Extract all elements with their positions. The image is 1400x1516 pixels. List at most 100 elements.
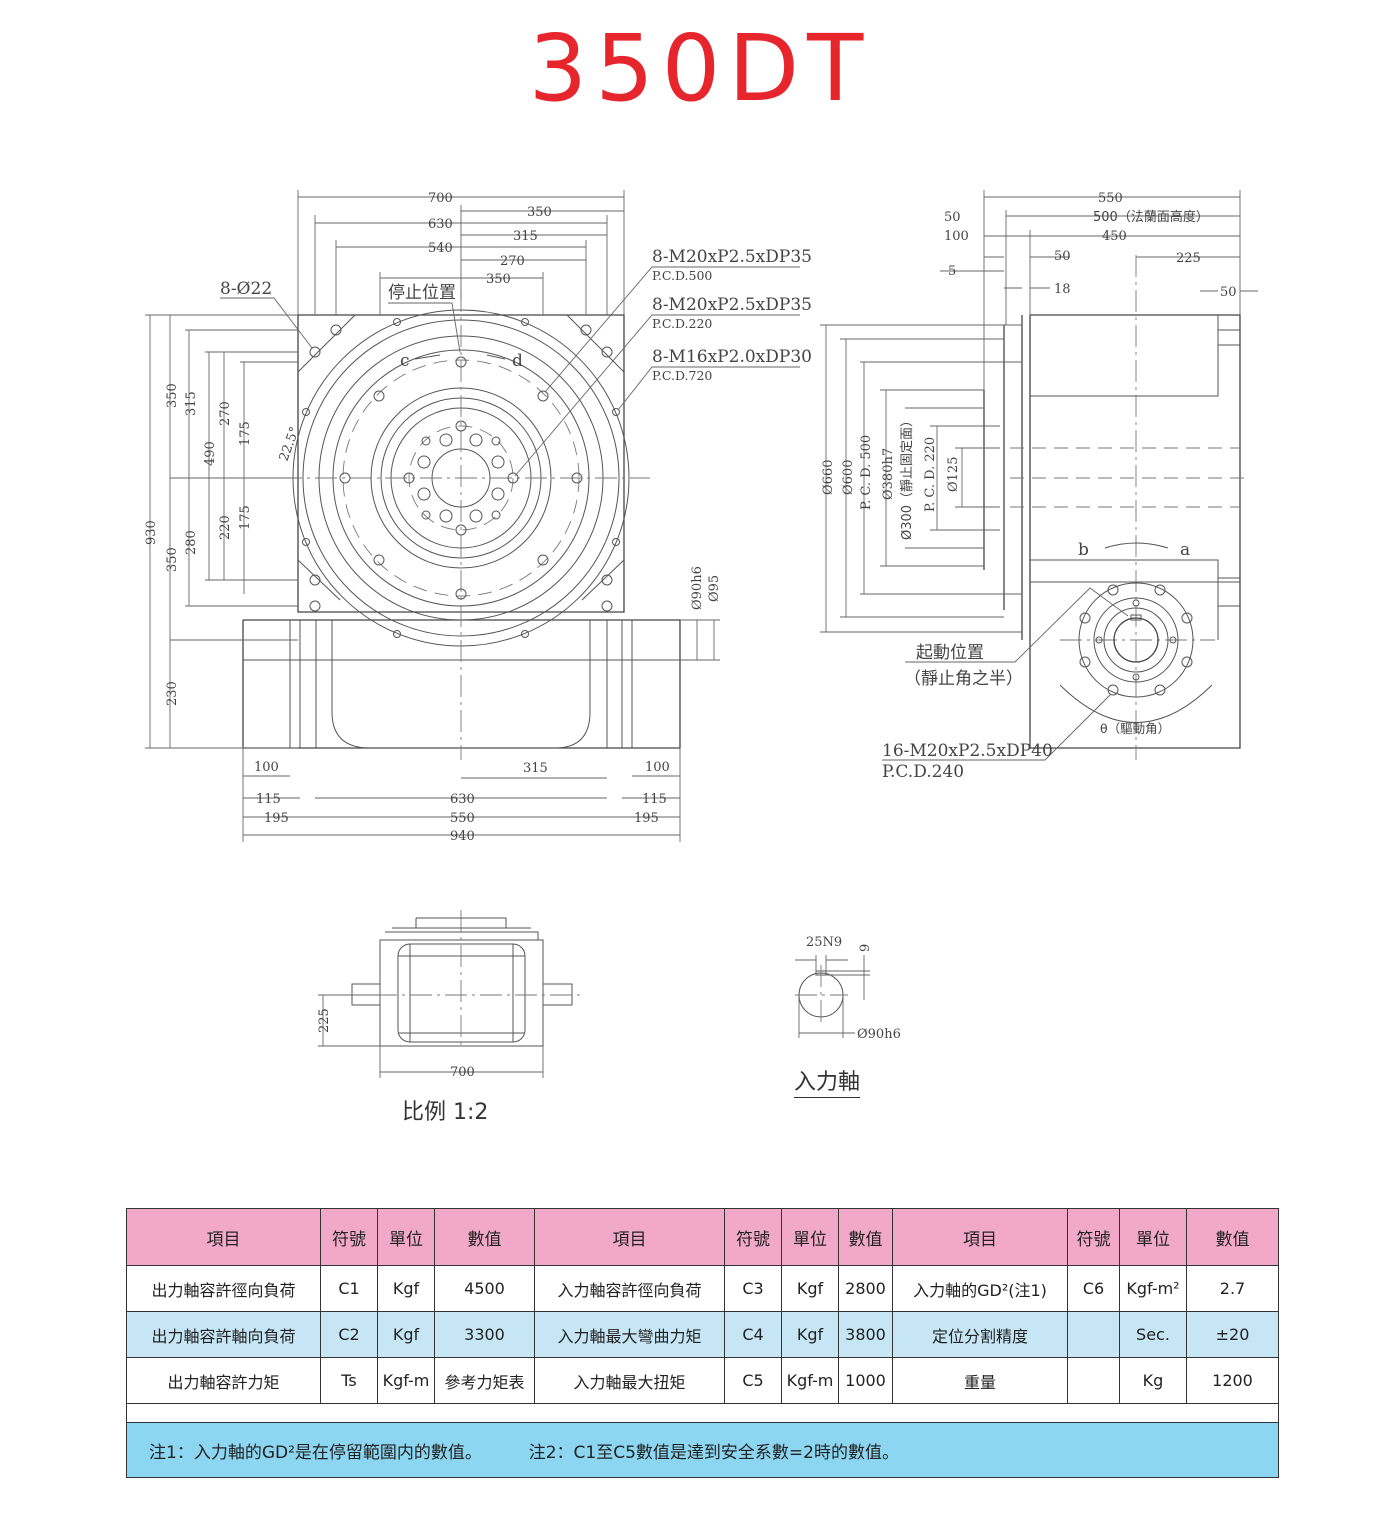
left-dim-labels: 930 350 315 490 270 175 22.5° 350 280 22… [144, 383, 303, 706]
svg-text:930: 930 [144, 520, 159, 545]
start-position-note: （靜止角之半） [904, 669, 1023, 689]
table-cell: 1200 [1186, 1357, 1279, 1404]
table-row: 出力軸容許軸向負荷 C2 Kgf 3300 入力軸最大彎曲力矩 C4 Kgf 3… [126, 1311, 1279, 1358]
svg-text:100: 100 [254, 760, 279, 775]
header-cell: 數值 [838, 1208, 893, 1266]
small-top-view: 225 700 [317, 910, 585, 1080]
front-view: 700 630 540 350 315 270 350 930 350 315 … [144, 190, 812, 844]
input-shaft-view: 25N9 9 Ø90h6 [795, 935, 901, 1042]
dim-630: 630 [428, 217, 453, 232]
svg-text:490: 490 [203, 441, 218, 466]
svg-text:940: 940 [450, 829, 475, 844]
rotation-d: d [512, 351, 523, 371]
table-cell: Ts [320, 1357, 378, 1404]
svg-text:Ø380h7: Ø380h7 [881, 448, 896, 500]
table-cell: ±20 [1186, 1311, 1279, 1358]
input-callout-thread: 16-M20xP2.5xDP40 [882, 741, 1053, 761]
table-cell [1067, 1311, 1120, 1358]
bottom-dim-labels: 100 315 100 115 630 115 195 550 195 940 [254, 760, 670, 844]
table-cell: 3800 [838, 1311, 893, 1358]
callout-3-thread: 8-M16xP2.0xDP30 [652, 347, 812, 367]
side-view: b a 550 50 500（法蘭面高度） 100 450 50 225 5 1… [820, 190, 1258, 782]
table-cell: 出力軸容許力矩 [126, 1357, 321, 1404]
scale-label: 比例 1:2 [402, 1100, 489, 1125]
table-cell: C4 [724, 1311, 782, 1358]
side-vertical-dim-labels: Ø660 Ø600 P. C. D. 500 Ø380h7 Ø300（靜止固定面… [821, 414, 961, 540]
model-title: 350DT [528, 15, 872, 122]
svg-text:5: 5 [948, 264, 956, 279]
header-cell: 單位 [781, 1208, 839, 1266]
table-cell: C3 [724, 1265, 782, 1312]
table-cell: C1 [320, 1265, 378, 1312]
shaft-diameter-dim: Ø90h6 [857, 1027, 901, 1042]
callout-2-thread: 8-M20xP2.5xDP35 [652, 295, 812, 315]
svg-text:115: 115 [256, 792, 281, 807]
spec-table: 項目 符號 單位 數值 項目 符號 單位 數值 項目 符號 單位 數值 出力軸容… [126, 1208, 1279, 1478]
svg-text:350: 350 [165, 547, 180, 572]
dim-shaft-95: Ø95 [707, 575, 722, 602]
table-cell: 出力軸容許軸向負荷 [126, 1311, 321, 1358]
svg-text:315: 315 [523, 761, 548, 776]
dim-shaft-90h6: Ø90h6 [690, 566, 705, 610]
small-dim-700: 700 [450, 1065, 475, 1080]
table-cell: Kgf-m² [1119, 1265, 1187, 1312]
svg-text:175: 175 [238, 505, 253, 530]
notes-row: 注1：入力軸的GD²是在停留範圍内的數值。 注2：C1至C5數值是達到安全系數=… [126, 1422, 1279, 1478]
table-cell: 參考力矩表 [434, 1357, 535, 1404]
svg-text:P. C. D. 220: P. C. D. 220 [923, 437, 938, 512]
table-cell: 1000 [838, 1357, 893, 1404]
table-cell: 入力軸最大扭矩 [534, 1357, 725, 1404]
callout-1-thread: 8-M20xP2.5xDP35 [652, 247, 812, 267]
svg-text:270: 270 [218, 401, 233, 426]
header-cell: 單位 [377, 1208, 435, 1266]
table-cell: 4500 [434, 1265, 535, 1312]
input-shaft-label: 入力軸 [794, 1064, 861, 1098]
svg-text:22.5°: 22.5° [277, 425, 303, 463]
svg-text:Ø300（靜止固定面）: Ø300（靜止固定面） [900, 414, 915, 540]
svg-text:Ø125: Ø125 [946, 457, 961, 492]
table-cell: Kg [1119, 1357, 1187, 1404]
header-cell: 數值 [1186, 1208, 1279, 1266]
svg-text:50: 50 [1220, 285, 1237, 300]
svg-text:100: 100 [944, 229, 969, 244]
dim-270: 270 [500, 254, 525, 269]
dim-315: 315 [513, 229, 538, 244]
drive-angle-label: θ（驅動角） [1100, 721, 1170, 736]
svg-text:550: 550 [1098, 191, 1123, 206]
hole-callout: 8-Ø22 [220, 279, 272, 299]
table-cell: 3300 [434, 1311, 535, 1358]
callout-2-pcd: P.C.D.220 [652, 316, 712, 331]
table-cell: 入力軸最大彎曲力矩 [534, 1311, 725, 1358]
svg-text:195: 195 [264, 811, 289, 826]
input-callout-pcd: P.C.D.240 [882, 762, 964, 782]
svg-text:230: 230 [165, 681, 180, 706]
table-cell: Kgf-m [377, 1357, 435, 1404]
svg-text:550: 550 [450, 811, 475, 826]
svg-text:315: 315 [184, 391, 199, 416]
svg-text:220: 220 [218, 515, 233, 540]
table-row: 出力軸容許力矩 Ts Kgf-m 參考力矩表 入力軸最大扭矩 C5 Kgf-m … [126, 1357, 1279, 1404]
header-cell: 項目 [126, 1208, 321, 1266]
table-cell: 2.7 [1186, 1265, 1279, 1312]
technical-drawing: 700 630 540 350 315 270 350 930 350 315 … [144, 190, 1258, 1080]
svg-text:500（法蘭面高度）: 500（法蘭面高度） [1093, 209, 1209, 225]
key-width-dim: 25N9 [806, 935, 842, 950]
table-cell: Kgf [377, 1311, 435, 1358]
table-header-row: 項目 符號 單位 數值 項目 符號 單位 數值 項目 符號 單位 數值 [126, 1208, 1279, 1266]
table-cell: Kgf [781, 1311, 839, 1358]
stop-position-label: 停止位置 [388, 283, 456, 303]
svg-text:P. C. D. 500: P. C. D. 500 [859, 435, 874, 510]
table-cell [1067, 1357, 1120, 1404]
note-1: 注1：入力軸的GD²是在停留範圍内的數值。 [149, 1442, 482, 1463]
table-cell: C2 [320, 1311, 378, 1358]
table-cell: 出力軸容許徑向負荷 [126, 1265, 321, 1312]
rotation-a: a [1180, 540, 1190, 560]
table-cell: 入力軸的GD²(注1) [892, 1265, 1068, 1312]
svg-text:18: 18 [1054, 282, 1071, 297]
svg-text:350: 350 [165, 383, 180, 408]
rotation-c: c [400, 351, 410, 371]
table-cell: C6 [1067, 1265, 1120, 1312]
key-depth-dim: 9 [858, 944, 873, 952]
dim-350-inner: 350 [486, 272, 511, 287]
svg-text:450: 450 [1102, 229, 1127, 244]
